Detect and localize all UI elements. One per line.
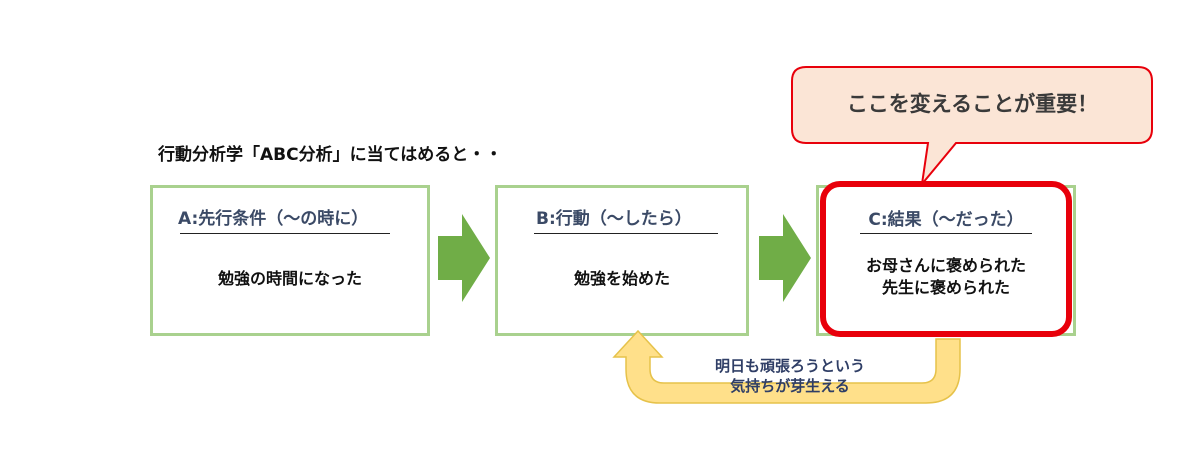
box-consequence-body: お母さんに褒められた 先生に褒められた <box>826 255 1066 299</box>
callout-text: ここを変えることが重要！ <box>846 92 1099 116</box>
title-underline <box>860 233 1032 234</box>
consequence-line-1: お母さんに褒められた <box>865 256 1026 275</box>
callout-bubble <box>791 66 1153 188</box>
box-behavior: B:行動（～したら） 勉強を始めた <box>495 185 749 336</box>
consequence-line-2: 先生に褒められた <box>881 278 1010 297</box>
box-behavior-title: B:行動（～したら） <box>536 209 692 229</box>
curved-return-arrow-icon <box>612 329 961 404</box>
feedback-line-2: 気持ちが芽生える <box>730 377 850 395</box>
right-arrow-icon <box>438 214 490 302</box>
box-antecedent-title: A:先行条件（～の時に） <box>178 209 369 229</box>
feedback-line-1: 明日も頑張ろうという <box>714 357 865 375</box>
diagram-heading: 行動分析学「ABC分析」に当てはめると・・ <box>158 145 503 165</box>
feedback-loop-text: 明日も頑張ろうという 気持ちが芽生える <box>670 356 910 396</box>
title-underline <box>534 233 718 234</box>
box-consequence-title: C:結果（～だった） <box>868 210 1024 230</box>
box-behavior-body: 勉強を始めた <box>573 269 670 288</box>
box-antecedent-body: 勉強の時間になった <box>217 269 362 288</box>
box-antecedent: A:先行条件（～の時に） 勉強の時間になった <box>150 185 430 336</box>
box-consequence: C:結果（～だった） お母さんに褒められた 先生に褒められた <box>820 181 1072 337</box>
title-underline <box>180 233 390 234</box>
right-arrow-icon <box>759 214 811 302</box>
